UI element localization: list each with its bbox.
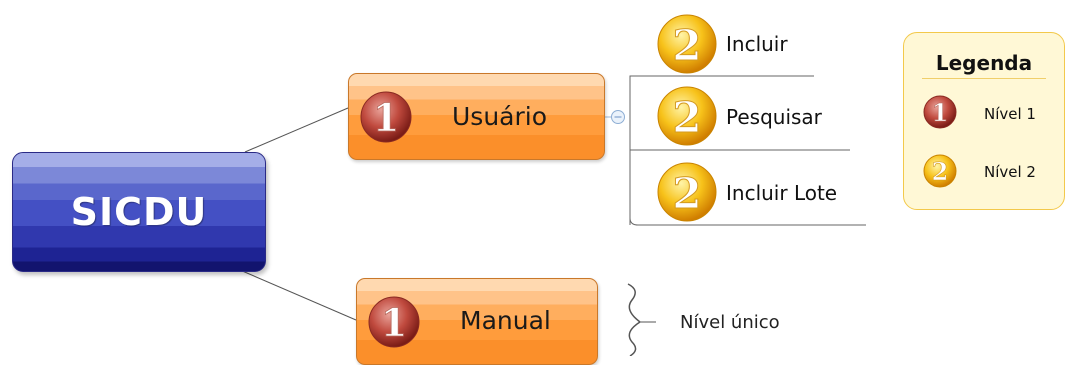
legend-item-nivel-2: Nível 2 [984, 163, 1036, 181]
legend-title: Legenda [935, 51, 1033, 75]
svg-text:2: 2 [932, 157, 949, 186]
legend-divider [922, 78, 1046, 79]
legend-item-nivel-1: Nível 1 [984, 105, 1036, 123]
note-nivel-unico: Nível único [680, 312, 780, 333]
level-2-badge-icon: 2 [657, 14, 717, 74]
connector-lines [239, 75, 866, 356]
node-manual-label: Manual [460, 306, 551, 335]
root-node[interactable]: SICDU [12, 152, 266, 272]
svg-text:2: 2 [672, 21, 701, 70]
svg-text:2: 2 [672, 93, 701, 142]
curly-brace [627, 283, 642, 356]
svg-text:1: 1 [381, 300, 407, 345]
node-manual[interactable]: 1 Manual [356, 278, 598, 365]
node-usuario-label: Usuário [452, 102, 548, 131]
root-to-usuario-line [244, 107, 349, 153]
level-2-badge-icon: 2 [657, 86, 717, 146]
root-to-manual-line [239, 269, 357, 321]
level-1-badge-icon: 1 [360, 91, 412, 143]
node-pesquisar[interactable]: 2 Pesquisar [656, 85, 856, 146]
level-2-badge-icon: 2 [923, 154, 957, 188]
level-1-badge-icon: 1 [923, 95, 957, 129]
svg-text:2: 2 [672, 169, 701, 218]
root-label: SICDU [70, 190, 208, 234]
children-bracket [629, 75, 814, 225]
level-2-badge-icon: 2 [657, 162, 717, 222]
child-separator-2 [629, 217, 866, 226]
node-usuario[interactable]: 1 Usuário [348, 73, 605, 160]
node-pesquisar-label: Pesquisar [726, 105, 822, 129]
svg-text:1: 1 [932, 98, 949, 127]
node-incluir[interactable]: 2 Incluir [656, 13, 816, 74]
level-1-badge-icon: 1 [368, 296, 420, 348]
svg-text:1: 1 [373, 95, 399, 140]
node-incluir-lote[interactable]: 2 Incluir Lote [656, 161, 866, 222]
legend-panel: Legenda 1 Nível 1 2 Nível 2 [903, 32, 1065, 210]
collapse-toggle[interactable] [610, 109, 626, 125]
node-incluir-lote-label: Incluir Lote [726, 181, 838, 205]
node-incluir-label: Incluir [726, 32, 788, 56]
